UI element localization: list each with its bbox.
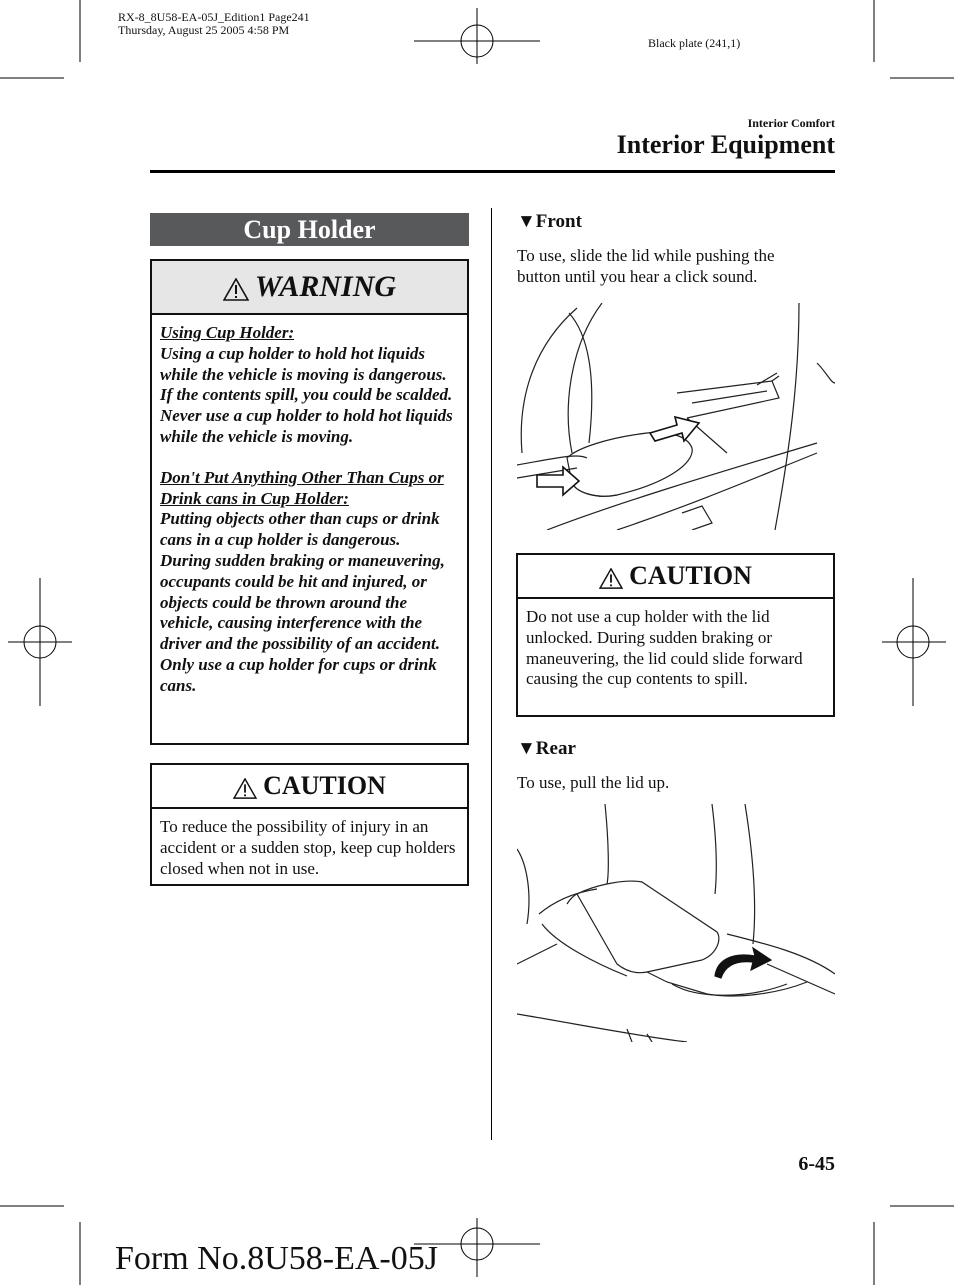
caution-box-left: CAUTION To reduce the possibility of inj… <box>150 763 469 886</box>
rear-text: To use, pull the lid up. <box>517 773 670 792</box>
caution-label-left: CAUTION <box>263 771 386 800</box>
column-divider <box>491 208 492 1140</box>
warning-heading-1: Using Cup Holder: <box>160 323 295 342</box>
print-plate: Black plate (241,1) <box>648 36 741 50</box>
warning-text-1: Using a cup holder to hold hot liquids w… <box>160 343 453 446</box>
print-date-line: Thursday, August 25 2005 4:58 PM <box>118 23 290 37</box>
front-text: To use, slide the lid while pushing the … <box>517 246 775 286</box>
caution-triangle-icon <box>233 777 258 799</box>
caution-triangle-icon <box>599 567 624 589</box>
warning-heading-2: Don't Put Anything Other Than Cups or Dr… <box>160 467 444 508</box>
caution-box-right: CAUTION Do not use a cup holder with the… <box>516 553 835 717</box>
front-heading: ▼Front <box>517 211 582 232</box>
caution-text-right: Do not use a cup holder with the lid unl… <box>526 607 803 689</box>
caution-header-right: CAUTION <box>518 555 833 599</box>
warning-text-2a: Putting objects other than cups or drink… <box>160 509 440 550</box>
caution-label-right: CAUTION <box>629 561 752 590</box>
warning-label: WARNING <box>254 270 397 303</box>
header-rule <box>150 170 835 173</box>
warning-box: WARNING Using Cup Holder: Using a cup ho… <box>150 259 469 745</box>
print-file-line: RX-8_8U58-EA-05J_Edition1 Page241 <box>118 10 310 24</box>
warning-body: Using Cup Holder: Using a cup holder to … <box>152 315 467 705</box>
chapter-label: Interior Comfort <box>747 116 835 130</box>
rear-heading: ▼Rear <box>517 738 576 759</box>
warning-header: WARNING <box>152 261 467 315</box>
form-number: Form No.8U58-EA-05J <box>115 1240 438 1277</box>
page-number: 6-45 <box>798 1153 835 1175</box>
warning-triangle-icon <box>222 277 249 301</box>
page-title: Interior Equipment <box>616 130 835 159</box>
front-cup-holder-illustration <box>517 303 835 530</box>
section-title: Cup Holder <box>150 213 469 246</box>
rear-cup-holder-illustration <box>517 804 835 1042</box>
caution-text-left: To reduce the possibility of injury in a… <box>160 817 456 878</box>
caution-header-left: CAUTION <box>152 765 467 809</box>
warning-text-2b: During sudden braking or maneuvering, oc… <box>160 550 445 695</box>
